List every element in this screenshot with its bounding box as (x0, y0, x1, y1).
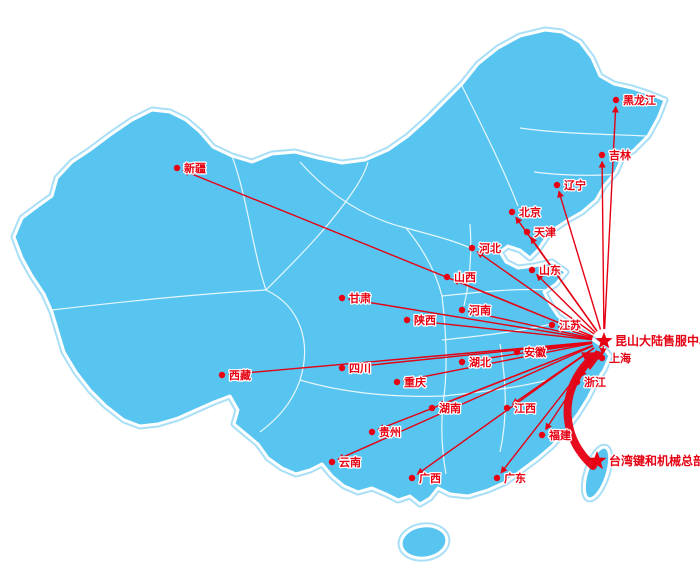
province-label: 福建 (548, 428, 572, 442)
province-label: 山西 (454, 270, 476, 284)
province-label: 广东 (504, 471, 526, 485)
province-dot (173, 164, 181, 172)
province-label: 上海 (609, 351, 631, 365)
province-dot (443, 273, 451, 281)
province-dot (523, 228, 531, 236)
province-dot (493, 474, 501, 482)
province-label: 新疆 (184, 161, 206, 175)
route-arrow-1 (598, 160, 606, 330)
province-dot (338, 294, 346, 302)
route-arrow-18 (402, 342, 593, 383)
taiwan-to-kunshan-arrow (563, 351, 604, 470)
province-dot (598, 151, 606, 159)
route-arrow-10 (467, 309, 593, 340)
hainan-island (397, 522, 451, 562)
province-dot (538, 431, 546, 439)
province-borders (51, 85, 647, 475)
route-arrow-2 (557, 190, 602, 330)
province-dot (403, 316, 411, 324)
province-label: 江西 (514, 401, 536, 415)
province-dot (573, 378, 581, 386)
province-label: 浙江 (584, 375, 606, 389)
route-arrow-17 (227, 341, 593, 378)
province-dot (598, 354, 606, 362)
route-arrow-8 (182, 169, 594, 338)
province-label: 天津 (534, 225, 556, 239)
province-label: 北京 (519, 205, 541, 219)
province-dot (468, 244, 476, 252)
province-dot (503, 404, 511, 412)
province-label: 河南 (469, 303, 491, 317)
province-dot (553, 181, 561, 189)
province-label: 江苏 (559, 318, 581, 332)
province-dot (218, 371, 226, 379)
province-label: 山东 (539, 263, 561, 277)
province-dot (458, 306, 466, 314)
province-label: 河北 (479, 241, 501, 255)
hq-stars: 昆山大陆售服中心台湾键和机械总部 (587, 332, 700, 470)
province-dot (612, 96, 620, 104)
province-dot (428, 404, 436, 412)
province-label: 湖北 (469, 355, 491, 369)
route-arrow-6 (536, 273, 596, 334)
province-label: 陕西 (414, 313, 436, 327)
province-dot (528, 266, 536, 274)
province-dot (393, 378, 401, 386)
province-label: 辽宁 (564, 178, 586, 192)
province-label: 广西 (419, 471, 441, 485)
kunshan-hub-label: 昆山大陆售服中心 (615, 333, 700, 348)
province-label: 重庆 (404, 375, 426, 389)
province-dot (458, 358, 466, 366)
province-dots (173, 96, 620, 482)
route-arrow-24 (337, 345, 594, 461)
route-arrow-5 (476, 251, 595, 335)
province-dot (408, 474, 416, 482)
route-arrow-13 (599, 346, 607, 356)
province-label: 云南 (339, 455, 361, 469)
route-arrow-11 (412, 317, 593, 341)
province-dot (548, 321, 556, 329)
route-arrow-12 (557, 325, 593, 339)
province-label: 湖南 (439, 401, 461, 415)
taiwan-hq-star-icon (587, 451, 607, 470)
route-arrow-15 (467, 342, 593, 364)
province-dot (368, 428, 376, 436)
province-dot (328, 458, 336, 466)
route-arrow-22 (377, 344, 594, 431)
province-dot (513, 348, 521, 356)
province-label: 西藏 (229, 368, 251, 382)
route-arrow-0 (603, 105, 619, 330)
route-arrow-9 (347, 296, 593, 340)
route-arrows (182, 105, 619, 475)
province-label: 吉林 (609, 148, 631, 162)
taiwan-hq-label: 台湾键和机械总部 (609, 453, 700, 468)
province-dot (508, 208, 516, 216)
province-dot (338, 364, 346, 372)
province-label: 贵州 (379, 425, 401, 439)
kunshan-hub-star-icon (595, 332, 613, 349)
province-label: 安徽 (524, 345, 547, 359)
province-label: 甘肃 (349, 291, 371, 305)
province-label: 四川 (349, 362, 371, 375)
province-label: 黑龙江 (623, 93, 656, 107)
route-arrow-4 (530, 236, 598, 332)
